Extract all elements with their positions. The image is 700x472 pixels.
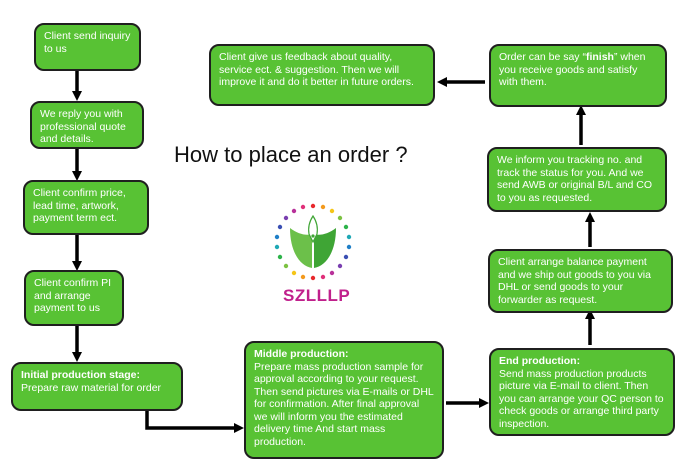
- step-text: Client confirm price, lead time, artwork…: [33, 187, 126, 224]
- logo-pen-nib: [308, 214, 318, 244]
- step-order-finish: Order can be say “finish” when you recei…: [489, 44, 667, 107]
- step-text: Client give us feedback about quality, s…: [219, 51, 414, 88]
- step-text: We inform you tracking no. and track the…: [497, 154, 653, 204]
- logo-leaf-right: [314, 228, 336, 268]
- step-heading: Middle production:: [254, 348, 349, 360]
- step-balance-payment: Client arrange balance payment and we sh…: [488, 249, 673, 313]
- step-text: Send mass production products picture vi…: [499, 367, 664, 430]
- step-text: Client arrange balance payment and we sh…: [498, 256, 651, 306]
- step-client-confirm-price: Client confirm price, lead time, artwork…: [23, 180, 149, 235]
- brand-name: SZLLLP: [283, 286, 351, 305]
- step-reply-quote: We reply you with professional quote and…: [30, 101, 144, 149]
- step-text: Client confirm PI and arrange payment to…: [34, 277, 112, 314]
- step-client-confirm-pi: Client confirm PI and arrange payment to…: [24, 270, 124, 326]
- step-text: Prepare raw material for order: [21, 381, 162, 394]
- step-client-send-inquiry: Client send inquiry to us: [34, 23, 141, 71]
- step-tracking: We inform you tracking no. and track the…: [487, 147, 667, 212]
- step-text: We reply you with professional quote and…: [40, 108, 126, 145]
- step-text: Prepare mass production sample for appro…: [254, 360, 434, 448]
- step-end-production: End production: Send mass production pro…: [489, 348, 675, 436]
- arrow-step5-step6: [145, 411, 244, 433]
- step-heading: End production:: [499, 355, 581, 367]
- step-middle-production: Middle production: Prepare mass producti…: [244, 341, 444, 459]
- step-text-post: ” when you receive goods and satisfy wit…: [499, 51, 646, 88]
- step-heading: Initial production stage:: [21, 369, 141, 381]
- logo-leaf-left: [290, 228, 312, 268]
- step-text: Client send inquiry to us: [44, 30, 131, 55]
- step-text-pre: Order can be say “: [499, 51, 586, 63]
- step-text-bold: finish: [585, 51, 614, 63]
- logo-dot-ring: [274, 203, 352, 281]
- step-initial-production: Initial production stage: Prepare raw ma…: [11, 362, 183, 411]
- diagram-title: How to place an order ?: [174, 142, 408, 167]
- company-logo: [274, 203, 352, 281]
- step-client-feedback: Client give us feedback about quality, s…: [209, 44, 435, 106]
